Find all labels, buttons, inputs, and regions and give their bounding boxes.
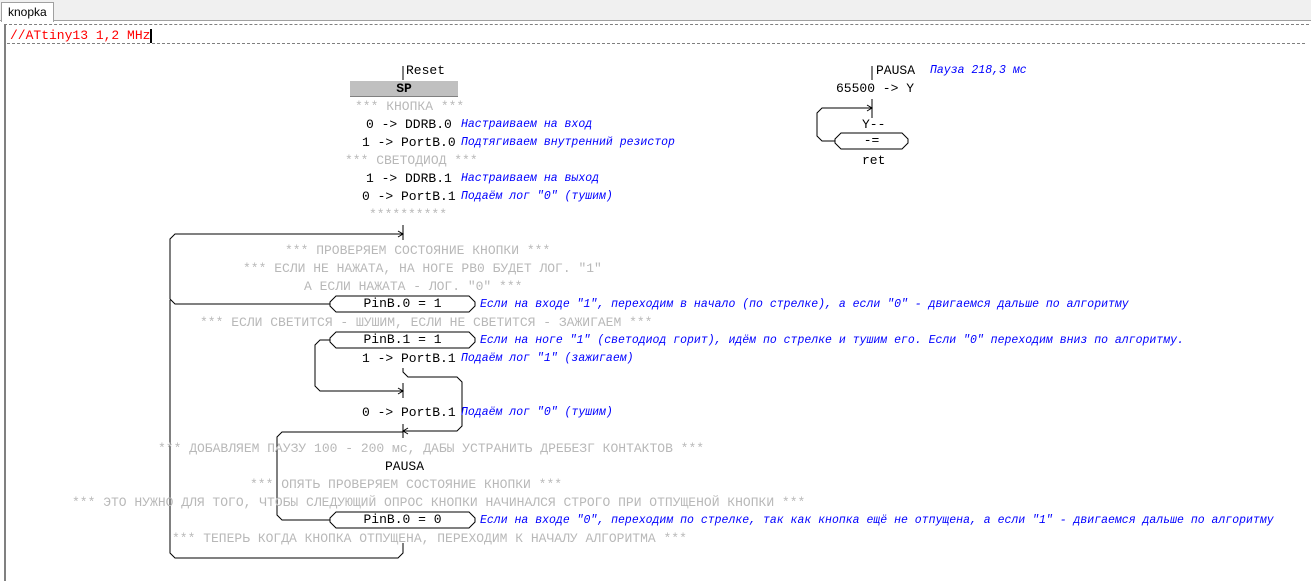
note: Подаём лог "1" (зажигаем) [461, 352, 634, 365]
comment: А ЕСЛИ НАЖАТА - ЛОГ. "0" *** [304, 279, 523, 294]
led-skip [402, 368, 463, 438]
condition-pinb0-1[interactable]: PinB.0 = 1 [363, 296, 442, 311]
note: Если на ноге "1" (светодиод горит), идём… [480, 334, 1184, 347]
start-block-sp[interactable]: SP [350, 81, 458, 97]
comment: *** СВЕТОДИОД *** [345, 153, 478, 168]
sub-line [816, 66, 873, 142]
call-pausa[interactable]: PAUSA [385, 459, 425, 474]
condition-pinb0-0[interactable]: PinB.0 = 0 [363, 512, 442, 527]
note: Пауза 218,3 мс [930, 64, 1027, 77]
sub-condition[interactable]: -= [863, 133, 880, 148]
comment: *** ЭТО НУЖНО ДЛЯ ТОГО, ЧТОБЫ СЛЕДУЮЩИЙ … [72, 495, 806, 510]
loop-start [169, 230, 404, 305]
statement[interactable]: 0 -> DDRB.0 [366, 117, 452, 132]
note: Подаём лог "0" (тушим) [461, 190, 613, 203]
comment: *** КНОПКА *** [355, 99, 465, 114]
sub-cond-shape [834, 132, 909, 150]
statement[interactable]: 1 -> PortB.0 [362, 135, 456, 150]
comment: *** ЕСЛИ СВЕТИТСЯ - ШУШИМ, ЕСЛИ НЕ СВЕТИ… [200, 315, 653, 330]
statement[interactable]: Y-- [862, 117, 886, 132]
note: Настраиваем на вход [461, 118, 593, 131]
tab-knopka[interactable]: knopka [1, 2, 54, 22]
note: Если на входе "0", переходим по стрелке,… [480, 514, 1274, 527]
statement[interactable]: 1 -> PortB.1 [362, 351, 456, 366]
note: Если на входе "1", переходим в начало (п… [480, 298, 1129, 311]
cond2-shape [329, 331, 476, 349]
comment: *** ОПЯТЬ ПРОВЕРЯЕМ СОСТОЯНИЕ КНОПКИ *** [250, 477, 563, 492]
cond1-shape [329, 295, 476, 313]
comment: *** ДОБАВЛЯЕМ ПАУЗУ 100 - 200 мс, ДАБЫ У… [158, 441, 705, 456]
text-caret [150, 28, 153, 43]
statement[interactable]: 1 -> DDRB.1 [366, 171, 452, 186]
led-branch [314, 339, 404, 398]
cond3-shape [329, 511, 476, 529]
sub-label: PAUSA [876, 63, 916, 78]
statement[interactable]: 65500 -> Y [836, 81, 915, 96]
comment: ********** [369, 207, 448, 222]
note: Подтягиваем внутренний резистор [461, 136, 675, 149]
statement[interactable]: 0 -> PortB.1 [362, 405, 456, 420]
flowchart-canvas[interactable] [4, 24, 1309, 581]
tab-bar: knopka [0, 0, 1311, 22]
comment: *** ЕСЛИ НЕ НАЖАТА, НА НОГЕ PB0 БУДЕТ ЛО… [243, 261, 602, 276]
statement-ret[interactable]: ret [862, 153, 886, 168]
statement[interactable]: 0 -> PortB.1 [362, 189, 456, 204]
comment: *** ТЕПЕРЬ КОГДА КНОПКА ОТПУЩЕНА, ПЕРЕХО… [172, 531, 687, 546]
end-loop [169, 300, 404, 559]
note: Подаём лог "0" (тушим) [461, 406, 613, 419]
reset-label: Reset [406, 63, 446, 78]
note: Настраиваем на выход [461, 172, 600, 185]
line-editor[interactable]: //ATtiny13 1,2 MHz [7, 27, 1305, 44]
comment: *** ПРОВЕРЯЕМ СОСТОЯНИЕ КНОПКИ *** [285, 243, 551, 258]
editor-text[interactable]: //ATtiny13 1,2 MHz [10, 28, 151, 43]
condition-pinb1-1[interactable]: PinB.1 = 1 [363, 332, 442, 347]
release-loop [276, 431, 403, 521]
